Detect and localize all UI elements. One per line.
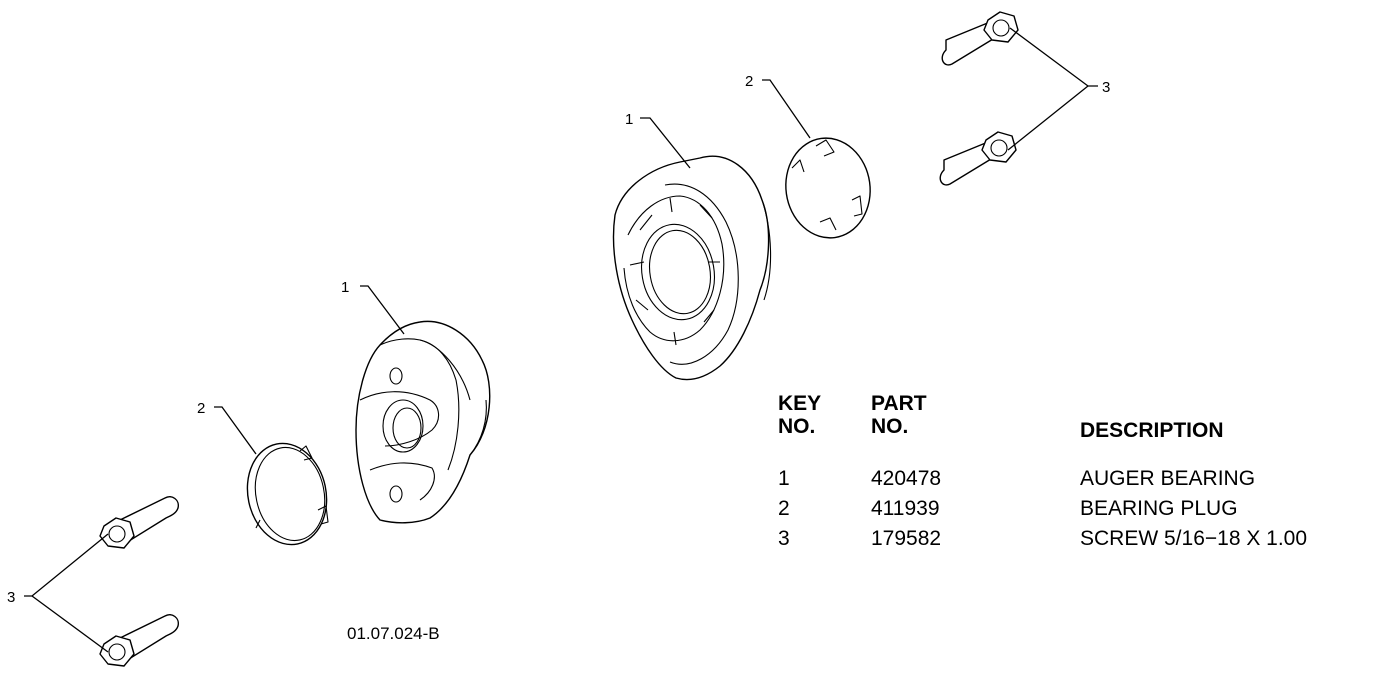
row-part-no: 411939 [871,497,940,520]
left-screw-upper [99,496,179,549]
row-key: 2 [778,497,790,520]
row-description: AUGER BEARING [1080,467,1256,490]
part-no-header-line1: PART [871,392,927,415]
row-description: BEARING PLUG [1080,497,1238,520]
row-part-no: 179582 [871,527,942,550]
description-header: DESCRIPTION [1080,419,1224,442]
row-part-no: 420478 [871,467,942,490]
right-screw-upper [941,11,1019,66]
key-no-header-line1: KEY [778,392,822,415]
left-auger-bearing [355,320,491,524]
figure-reference: 01.07.024-B [347,624,440,643]
callout-right-screws: 3 [1102,79,1110,96]
row-key: 1 [778,467,790,490]
right-auger-bearing [612,155,772,381]
key-no-header-line2: NO. [778,415,816,438]
left-bearing-plug [246,442,329,546]
callout-right-plug: 2 [745,73,753,90]
row-description: SCREW 5/16−18 X 1.00 [1080,527,1308,550]
callout-left-screws: 3 [7,589,15,606]
right-bearing-plug [785,137,871,239]
part-no-header-line2: NO. [871,415,909,438]
left-screw-lower [99,614,179,667]
callout-leaders [24,27,1098,653]
callout-right-bearing: 1 [625,111,633,128]
row-key: 3 [778,527,790,550]
right-screw-lower [939,131,1017,186]
callout-left-plug: 2 [197,400,205,417]
callout-left-bearing: 1 [341,279,349,296]
